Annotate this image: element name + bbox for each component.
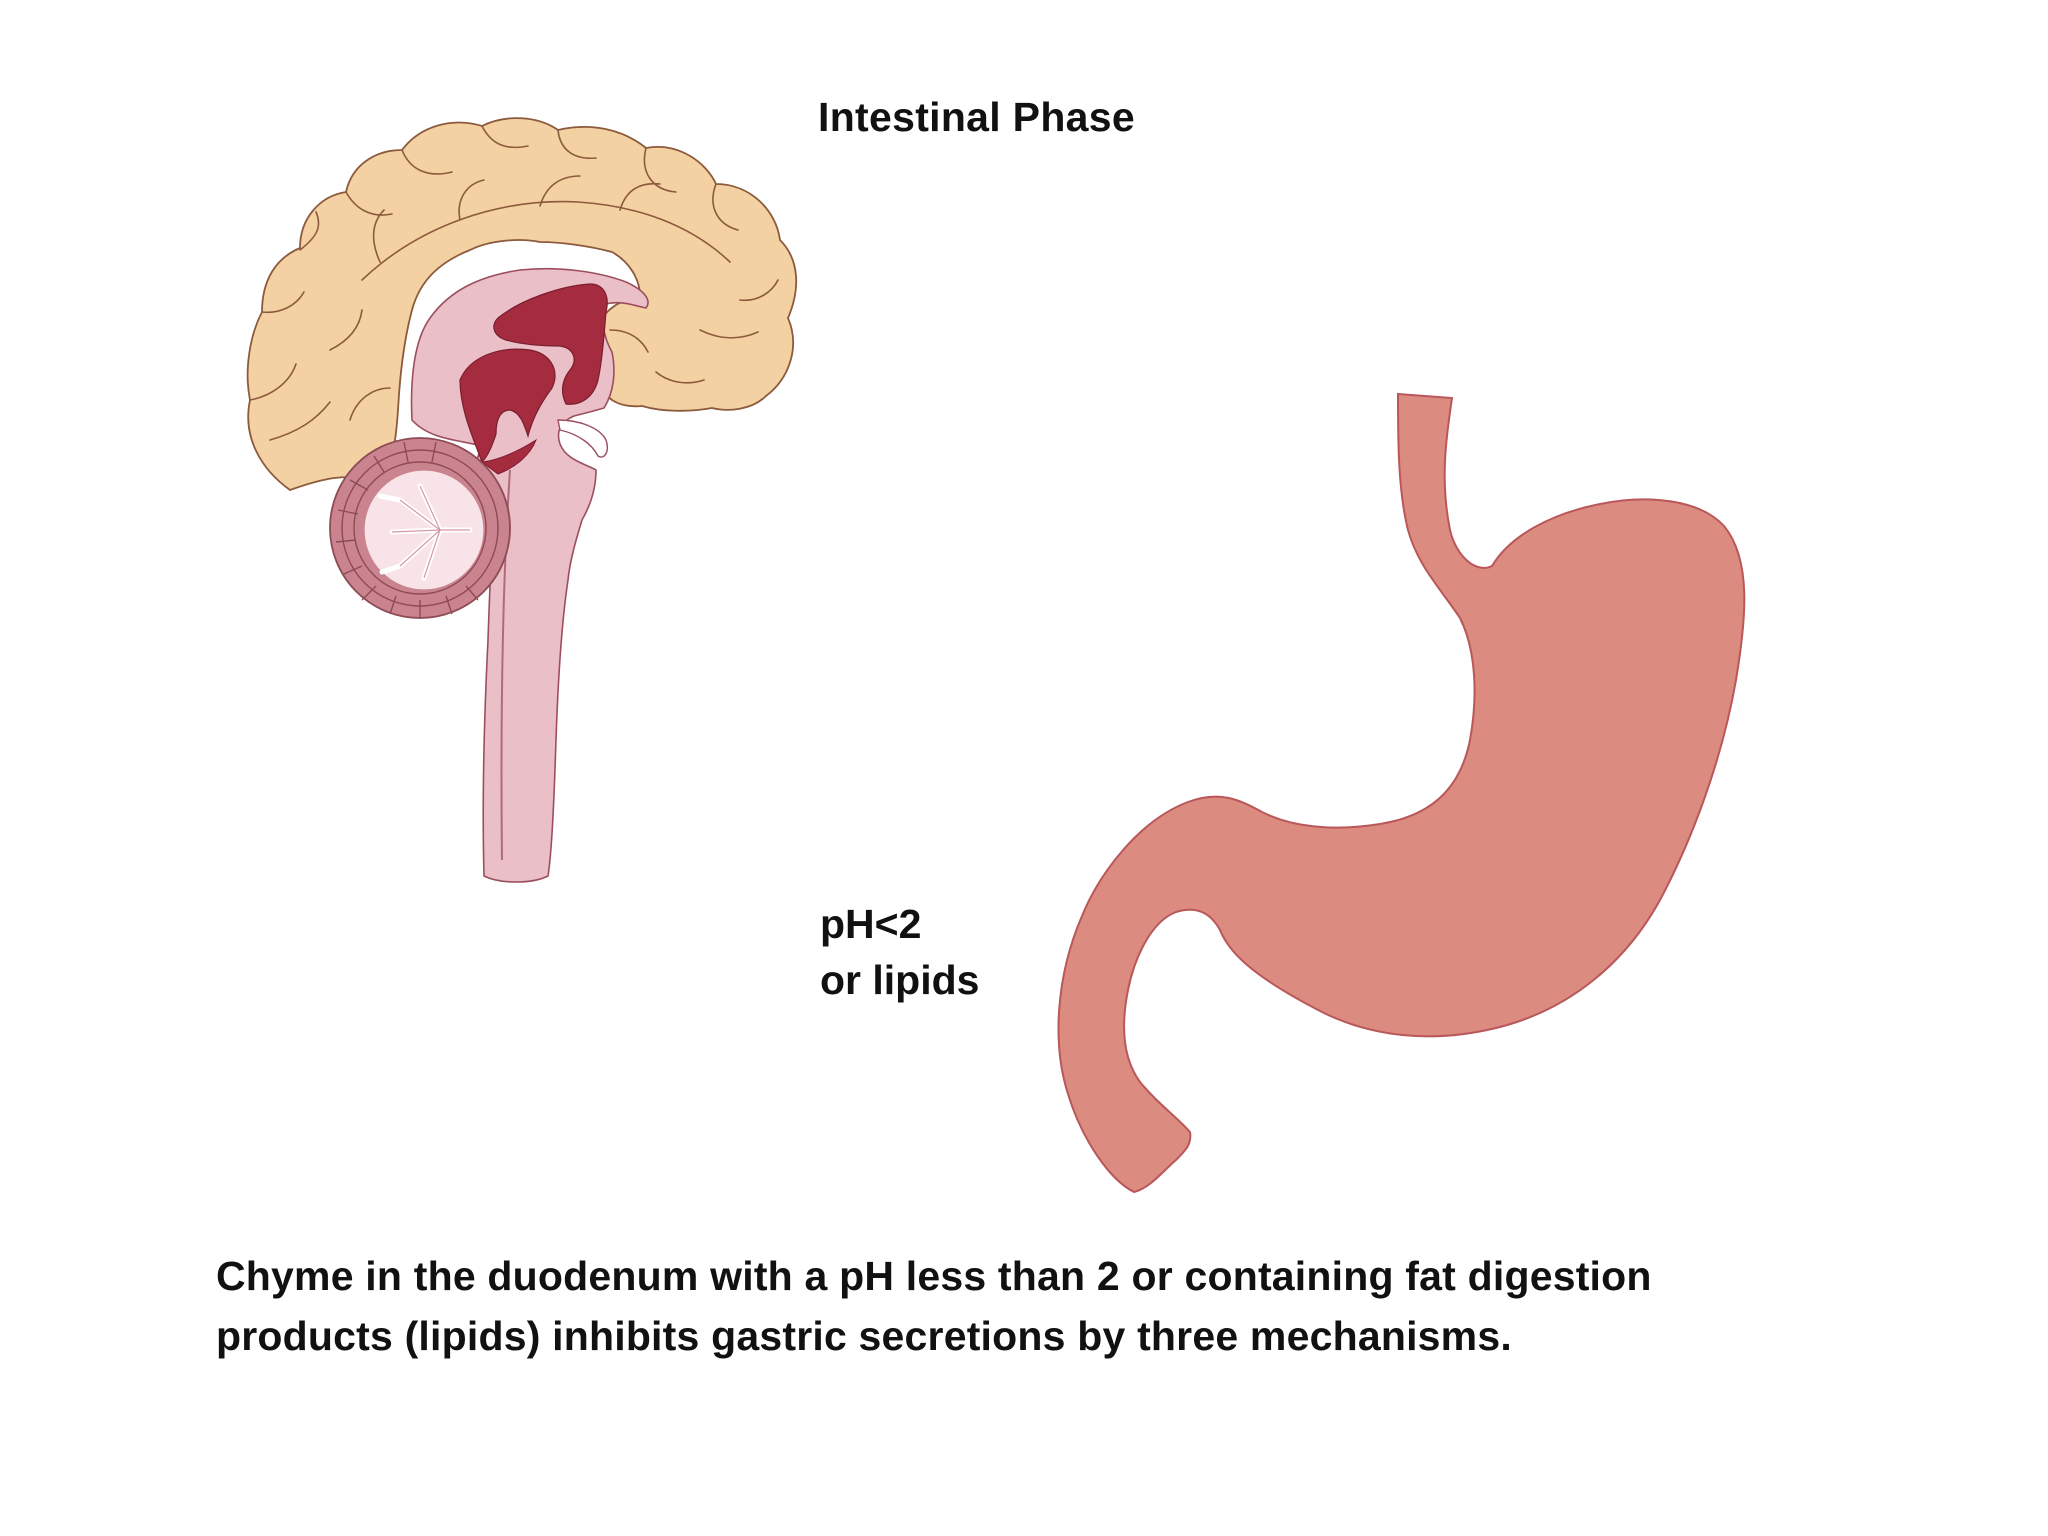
stimulus-label: pH<2 or lipids xyxy=(820,896,979,1008)
caption-line-2: products (lipids) inhibits gastric secre… xyxy=(216,1313,1512,1359)
caption-line-1: Chyme in the duodenum with a pH less tha… xyxy=(216,1253,1652,1299)
aqueduct xyxy=(480,438,537,475)
cerebrum-gyri xyxy=(249,125,779,441)
caption: Chyme in the duodenum with a pH less tha… xyxy=(216,1246,1652,1366)
pituitary xyxy=(557,419,608,458)
stimulus-ph: pH<2 xyxy=(820,901,922,947)
lateral-ventricle xyxy=(493,283,608,405)
stimulus-lipids: or lipids xyxy=(820,957,980,1003)
cerebellum-folia xyxy=(335,441,499,618)
stomach xyxy=(1057,392,1746,1194)
diagram-title: Intestinal Phase xyxy=(818,94,1135,140)
cerebrum xyxy=(246,117,798,492)
arbor-vitae-lines xyxy=(391,485,470,579)
